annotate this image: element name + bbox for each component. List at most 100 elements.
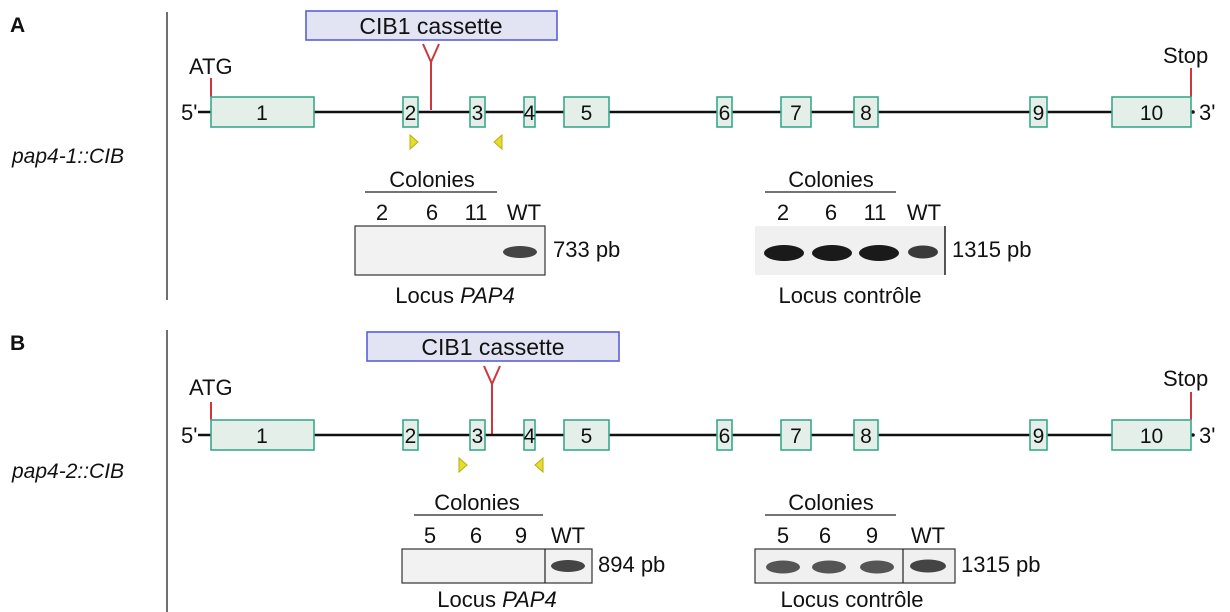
exon-8: 8 — [853, 419, 879, 451]
lane-label: 6 — [470, 523, 482, 548]
exon-5: 5 — [563, 419, 610, 451]
caption-prefix: Locus — [395, 283, 460, 308]
band-colony — [812, 245, 852, 261]
lane-label: 9 — [515, 523, 527, 548]
gel-header: Colonies — [389, 167, 475, 192]
exon-label: 1 — [256, 425, 268, 448]
caption-gene: PAP4 — [460, 283, 515, 308]
exon-6: 6 — [716, 96, 733, 128]
exon-4: 4 — [523, 96, 536, 128]
exon-label: 7 — [790, 102, 802, 125]
atg-label: ATG — [189, 375, 233, 400]
lane-label: WT — [907, 200, 941, 225]
band-size: 733 pb — [553, 237, 620, 262]
stop-label: Stop — [1163, 43, 1208, 68]
gel-caption: Locus contrôle — [780, 587, 923, 612]
exon-label: 10 — [1140, 425, 1163, 448]
exon-6: 6 — [716, 419, 733, 451]
gene-end-dot — [1191, 433, 1195, 437]
panel-a: A pap4-1::CIB CIB1 cassette ATG Stop 5' … — [10, 10, 1215, 308]
lane-label: 6 — [825, 200, 837, 225]
three-prime-label: 3' — [1199, 423, 1215, 448]
lane-label: 6 — [819, 523, 831, 548]
band-wt — [503, 246, 537, 258]
band-colony — [860, 560, 894, 574]
band-colony — [859, 245, 899, 261]
exon-2: 2 — [402, 96, 419, 128]
band-wt — [551, 560, 585, 572]
exon-label: 4 — [524, 102, 536, 125]
genotype-label: pap4-1::CIB — [11, 145, 124, 168]
lane-label: 6 — [426, 200, 438, 225]
exon-label: 8 — [860, 425, 872, 448]
reverse-primer-icon — [493, 133, 503, 151]
exon-label: 5 — [581, 102, 593, 125]
stop-label: Stop — [1163, 366, 1208, 391]
exon-10: 10 — [1111, 419, 1192, 451]
cassette-label: CIB1 cassette — [359, 13, 502, 39]
exon-8: 8 — [853, 96, 879, 128]
exon-label: 5 — [581, 425, 593, 448]
band-wt — [908, 245, 938, 259]
three-prime-label: 3' — [1199, 100, 1215, 125]
cassette-box — [366, 331, 620, 362]
panel-b: B pap4-2::CIB CIB1 cassette ATG Stop 5' … — [10, 330, 1215, 612]
lane-label: 2 — [376, 200, 388, 225]
insertion-marker — [483, 365, 501, 434]
band-colony — [766, 560, 800, 574]
exon-label: 3 — [472, 425, 484, 448]
exon-label: 3 — [472, 102, 484, 125]
band-colony — [812, 560, 846, 574]
band-wt — [910, 559, 946, 573]
exon-1: 1 — [210, 96, 315, 128]
exon-label: 10 — [1140, 102, 1163, 125]
exon-label: 2 — [405, 102, 417, 125]
band-colony — [764, 245, 804, 261]
lane-label: 2 — [777, 200, 789, 225]
gel-header: Colonies — [788, 490, 874, 515]
exon-3: 3 — [469, 96, 486, 128]
lane-label: WT — [911, 523, 945, 548]
panel-letter: A — [10, 14, 25, 37]
exon-label: 8 — [860, 102, 872, 125]
five-prime-label: 5' — [181, 100, 197, 125]
gel-header: Colonies — [434, 490, 520, 515]
exon-10: 10 — [1111, 96, 1192, 128]
exon-1: 1 — [210, 419, 315, 451]
reverse-primer-icon — [534, 456, 544, 474]
gel-control: Colonies 5 6 9 WT 1315 pb Locus contrôle — [754, 490, 1041, 612]
cassette-box — [305, 10, 558, 41]
gel-caption: Locus PAP4 — [437, 587, 556, 612]
caption-prefix: Locus — [437, 587, 502, 612]
panel-letter: B — [10, 332, 25, 355]
caption-gene: PAP4 — [502, 587, 557, 612]
lane-label: 11 — [864, 200, 887, 225]
lane-label: 5 — [424, 523, 436, 548]
lane-label: 5 — [777, 523, 789, 548]
exon-7: 7 — [780, 96, 812, 128]
lane-label: WT — [507, 200, 541, 225]
exon-2: 2 — [402, 419, 419, 451]
genotype-label: pap4-2::CIB — [11, 460, 124, 483]
exon-label: 9 — [1033, 425, 1045, 448]
forward-primer-icon — [409, 133, 419, 151]
gel-pap4: Colonies 5 6 9 WT 894 pb Locus PAP4 — [401, 490, 665, 612]
gel-header: Colonies — [788, 167, 874, 192]
exon-9: 9 — [1029, 419, 1048, 451]
lane-label: 11 — [465, 200, 488, 225]
exon-label: 6 — [719, 425, 731, 448]
exon-label: 7 — [790, 425, 802, 448]
cassette-label: CIB1 cassette — [421, 334, 564, 360]
gene-end-dot — [1191, 110, 1195, 114]
atg-label: ATG — [189, 54, 233, 79]
gel-caption: Locus contrôle — [778, 283, 921, 308]
band-size: 1315 pb — [961, 552, 1041, 577]
exon-label: 1 — [256, 102, 268, 125]
exon-label: 2 — [405, 425, 417, 448]
exon-label: 6 — [719, 102, 731, 125]
forward-primer-icon — [458, 456, 468, 474]
gel-caption: Locus PAP4 — [395, 283, 514, 308]
lane-label: 9 — [866, 523, 878, 548]
band-size: 894 pb — [598, 552, 665, 577]
